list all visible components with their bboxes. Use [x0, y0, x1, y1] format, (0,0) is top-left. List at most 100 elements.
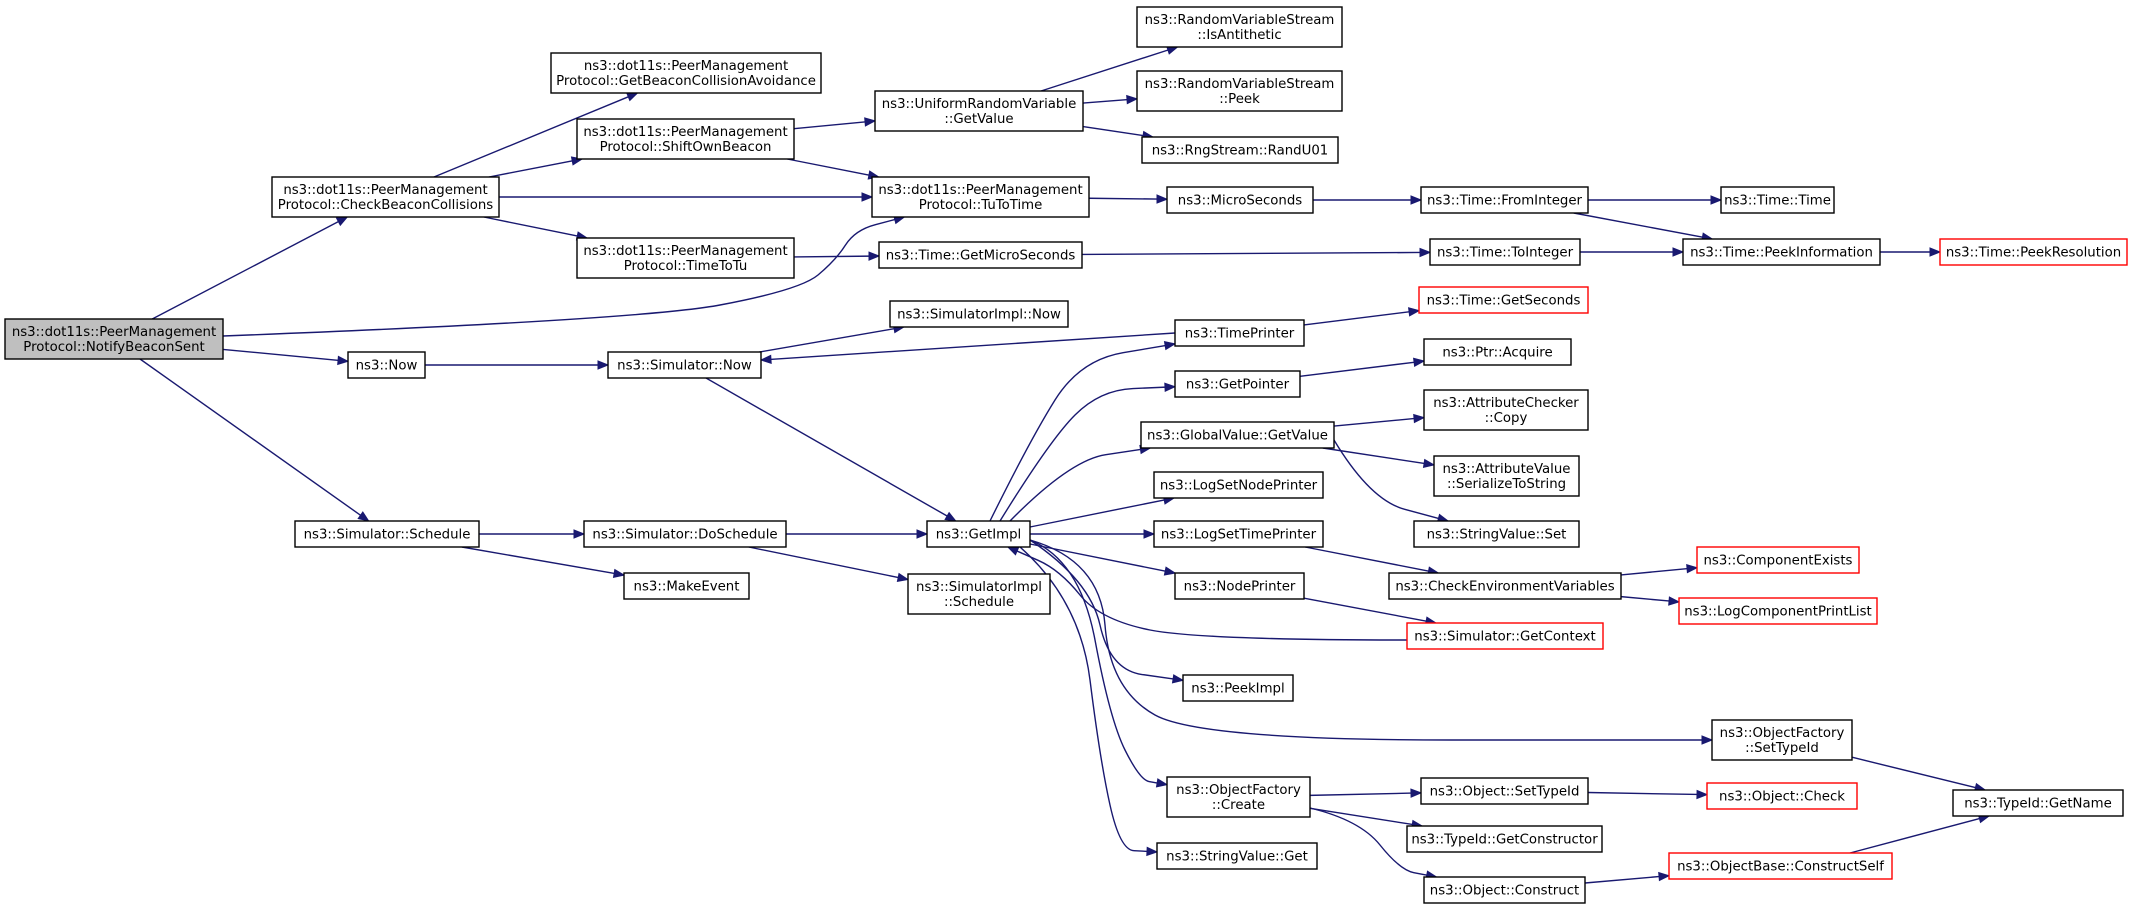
node-isanti[interactable]: ns3::RandomVariableStream::IsAntithetic: [1136, 6, 1343, 48]
node-timeprinter[interactable]: ns3::TimePrinter: [1174, 319, 1305, 347]
node-label-line: ns3::Object::Construct: [1430, 884, 1579, 899]
edge-urvget-to-isanti: [1040, 45, 1179, 92]
edge-arrowhead: [1171, 674, 1185, 684]
node-box: [347, 351, 426, 379]
node-getcontext[interactable]: ns3::Simulator::GetContext: [1406, 622, 1604, 650]
node-box: [1420, 186, 1589, 214]
node-gvgetvalue[interactable]: ns3::GlobalValue::GetValue: [1140, 421, 1335, 449]
node-getpointer[interactable]: ns3::GetPointer: [1174, 370, 1301, 398]
edge-line: [1333, 417, 1416, 427]
node-simnow[interactable]: ns3::Simulator::Now: [607, 351, 762, 379]
edge-arrowhead: [944, 511, 957, 522]
edge-line: [461, 546, 616, 575]
node-peekres[interactable]: ns3::Time::PeekResolution: [1939, 238, 2128, 266]
node-avser[interactable]: ns3::AttributeValue::SerializeToString: [1433, 455, 1580, 497]
node-objsettypeid[interactable]: ns3::Object::SetTypeId: [1420, 777, 1589, 805]
node-label-line: ns3::ComponentExists: [1703, 554, 1852, 569]
node-svset[interactable]: ns3::StringValue::Set: [1413, 520, 1580, 548]
node-box: [1413, 520, 1580, 548]
node-label-line: ns3::Object::Check: [1719, 790, 1845, 805]
edge-line: [1584, 875, 1661, 884]
node-logtime[interactable]: ns3::LogSetTimePrinter: [1153, 520, 1324, 548]
node-box: [550, 52, 822, 94]
edge-line: [1029, 539, 1159, 784]
node-svget[interactable]: ns3::StringValue::Get: [1156, 842, 1318, 870]
edge-line: [1081, 251, 1422, 256]
node-simimplnow[interactable]: ns3::SimulatorImpl::Now: [889, 300, 1069, 328]
edge-line: [1029, 499, 1166, 528]
node-ofsettypeid[interactable]: ns3::ObjectFactory::SetTypeId: [1711, 719, 1853, 761]
node-constructself[interactable]: ns3::ObjectBase::ConstructSelf: [1668, 852, 1893, 880]
node-box: [607, 351, 762, 379]
node-box: [1140, 421, 1335, 449]
edge-arrowhead: [1658, 871, 1671, 882]
node-now[interactable]: ns3::Now: [347, 351, 426, 379]
node-box: [1174, 572, 1305, 600]
node-schedule[interactable]: ns3::Simulator::Schedule: [294, 520, 480, 548]
node-tointeger[interactable]: ns3::Time::ToInteger: [1429, 238, 1581, 266]
node-peekinfo[interactable]: ns3::Time::PeekInformation: [1682, 238, 1881, 266]
node-label-line: ::Copy: [1485, 411, 1528, 426]
edge-notify-to-now: [222, 348, 350, 366]
edge-doschedule-to-siimplsched: [748, 546, 910, 583]
node-objconstruct[interactable]: ns3::Object::Construct: [1423, 876, 1586, 904]
node-getseconds[interactable]: ns3::Time::GetSeconds: [1418, 286, 1589, 314]
node-siimplsched[interactable]: ns3::SimulatorImpl::Schedule: [907, 573, 1051, 615]
node-label-line: ns3::Simulator::Now: [617, 359, 752, 374]
node-label-line: ns3::Time::ToInteger: [1437, 246, 1574, 261]
node-label-line: ns3::LogSetTimePrinter: [1161, 528, 1317, 543]
node-ofcreate[interactable]: ns3::ObjectFactory::Create: [1166, 776, 1311, 818]
node-label-line: Protocol::NotifyBeaconSent: [23, 340, 204, 355]
edge-line: [1322, 447, 1426, 465]
node-label-line: ns3::ObjectBase::ConstructSelf: [1677, 860, 1884, 875]
node-typeidname[interactable]: ns3::TypeId::GetName: [1952, 789, 2124, 817]
node-box: [1182, 674, 1294, 702]
edge-shiftown-to-tutotime: [787, 158, 881, 180]
node-getimpl[interactable]: ns3::GetImpl: [926, 520, 1031, 548]
node-checkenv[interactable]: ns3::CheckEnvironmentVariables: [1388, 572, 1622, 600]
edge-arrowhead: [1419, 247, 1432, 258]
node-box: [1668, 852, 1893, 880]
node-peek[interactable]: ns3::RandomVariableStream::Peek: [1136, 70, 1343, 112]
node-lognode[interactable]: ns3::LogSetNodePrinter: [1153, 471, 1324, 499]
node-timetotu[interactable]: ns3::dot11s::PeerManagementProtocol::Tim…: [576, 237, 795, 279]
edge-checkcoll-to-timetotu: [483, 216, 589, 241]
edge-nodeprinter-to-getcontext: [1303, 597, 1438, 626]
edge-frominteger-to-timetime: [1588, 195, 1723, 205]
node-micro[interactable]: ns3::MicroSeconds: [1166, 186, 1314, 214]
node-getmicro[interactable]: ns3::Time::GetMicroSeconds: [878, 241, 1083, 269]
edge-line: [488, 160, 574, 178]
node-ptracquire[interactable]: ns3::Ptr::Acquire: [1423, 338, 1572, 366]
node-makeevent[interactable]: ns3::MakeEvent: [623, 572, 750, 600]
edge-gvgetvalue-to-avser: [1322, 447, 1436, 469]
node-doschedule[interactable]: ns3::Simulator::DoSchedule: [583, 520, 787, 548]
node-box: [907, 573, 1051, 615]
node-box: [1153, 520, 1324, 548]
node-frominteger[interactable]: ns3::Time::FromInteger: [1420, 186, 1589, 214]
node-objcheck[interactable]: ns3::Object::Check: [1706, 782, 1858, 810]
node-urvget[interactable]: ns3::UniformRandomVariable::GetValue: [874, 90, 1084, 132]
node-nodeprinter[interactable]: ns3::NodePrinter: [1174, 572, 1305, 600]
edge-checkenv-to-logcomp: [1620, 595, 1681, 606]
node-peekimpl[interactable]: ns3::PeekImpl: [1182, 674, 1294, 702]
node-compexists[interactable]: ns3::ComponentExists: [1696, 546, 1860, 574]
node-box: [1141, 136, 1339, 164]
node-getbeacon[interactable]: ns3::dot11s::PeerManagementProtocol::Get…: [550, 52, 822, 94]
node-label-line: ns3::Simulator::GetContext: [1414, 630, 1595, 645]
edge-line: [1015, 549, 1408, 641]
node-box: [874, 90, 1084, 132]
edge-schedule-to-makeevent: [461, 546, 626, 579]
node-accopy[interactable]: ns3::AttributeChecker::Copy: [1423, 389, 1589, 431]
node-box: [1153, 471, 1324, 499]
node-tutotime[interactable]: ns3::dot11s::PeerManagementProtocol::TuT…: [871, 176, 1090, 218]
node-logcomp[interactable]: ns3::LogComponentPrintList: [1678, 597, 1878, 625]
edge-arrowhead: [1164, 382, 1177, 392]
node-shiftown[interactable]: ns3::dot11s::PeerManagementProtocol::Shi…: [576, 118, 795, 160]
node-getctor[interactable]: ns3::TypeId::GetConstructor: [1406, 825, 1603, 853]
node-timetime[interactable]: ns3::Time::Time: [1720, 186, 1835, 214]
node-checkcoll[interactable]: ns3::dot11s::PeerManagementProtocol::Che…: [271, 176, 500, 218]
node-box: [1939, 238, 2128, 266]
edge-arrowhead: [868, 251, 881, 261]
node-randu01[interactable]: ns3::RngStream::RandU01: [1141, 136, 1339, 164]
node-box: [1952, 789, 2124, 817]
